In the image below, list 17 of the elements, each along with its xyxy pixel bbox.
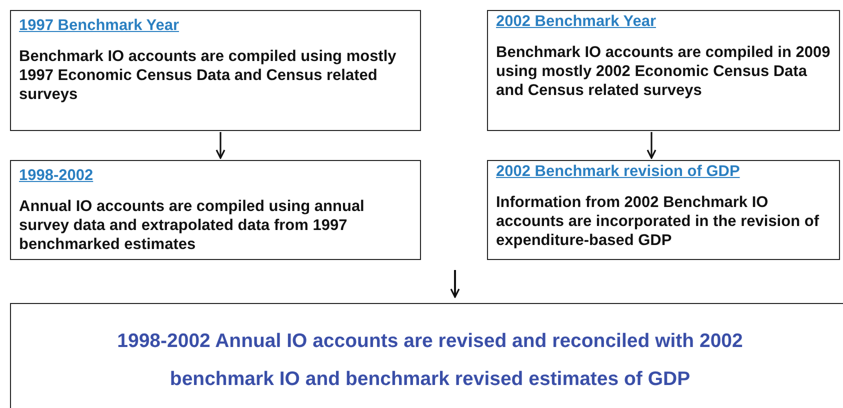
description: Information from 2002 Benchmark IO accounts are incorporated in the revision of expenditure-based GDP	[496, 193, 820, 250]
description: Benchmark IO accounts are compiled in 2009 using mostly 2002 Economic Census Data and Census related surveys	[496, 43, 831, 100]
arrow	[450, 270, 460, 298]
summary-text: 1998-2002 Annual IO accounts are revised and reconciled with 2002 benchmark IO and benchmark revised estimates of GDP	[116, 329, 744, 392]
text-box	[10, 10, 421, 131]
heading: 1997 Benchmark Year	[19, 17, 179, 35]
description: Annual IO accounts are compiled using annual survey data and extrapolated data from 1997 benchmarked estimates	[19, 197, 366, 254]
description: Benchmark IO accounts are compiled using mostly 1997 Economic Census Data and Census related surveys	[19, 47, 398, 104]
text-box	[10, 160, 421, 260]
heading: 2002 Benchmark revision of GDP	[496, 163, 740, 181]
text-box	[487, 160, 840, 260]
text-box	[487, 10, 840, 131]
text-box	[10, 303, 843, 408]
arrow	[646, 132, 656, 159]
arrow	[216, 132, 226, 159]
heading: 1998-2002	[19, 167, 94, 185]
heading: 2002 Benchmark Year	[496, 13, 656, 31]
